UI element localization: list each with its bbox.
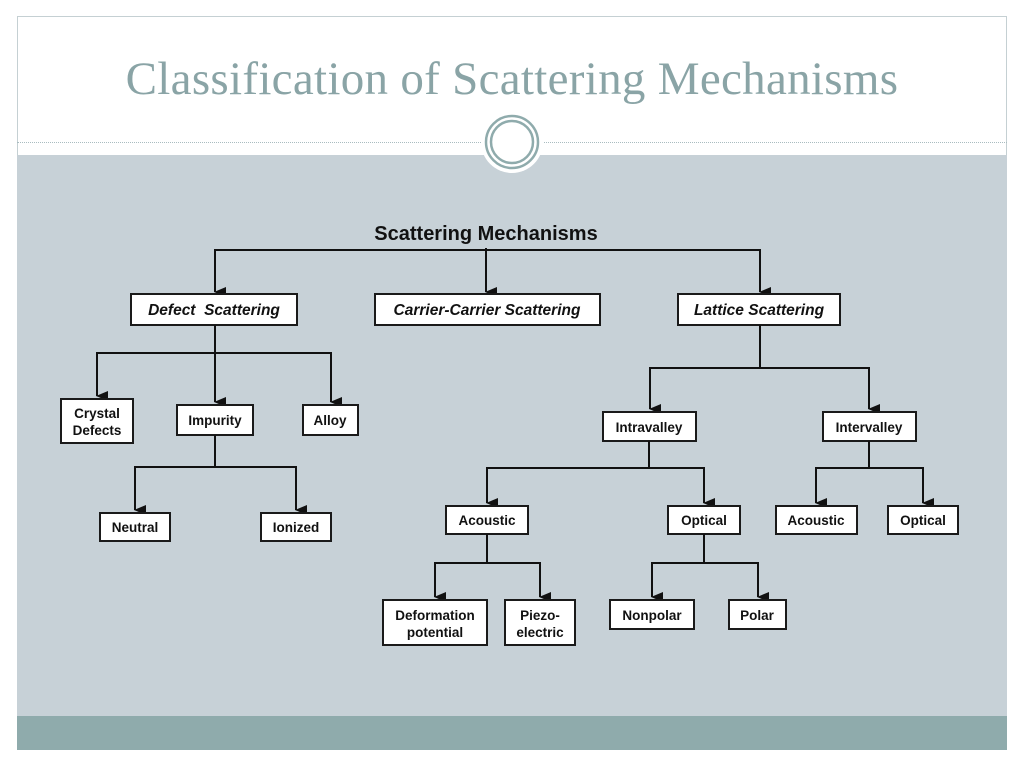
title-divider-left [17,142,483,143]
svg-text:Lattice Scattering: Lattice Scattering [694,302,825,319]
svg-text:Optical: Optical [681,513,727,528]
svg-text:electric: electric [516,625,564,640]
edges-lattice [649,325,880,414]
svg-text:Defect Scattering: Defect Scattering [148,302,280,319]
polar-node: Polar [728,599,787,630]
svg-text:Polar: Polar [740,608,775,623]
ionized-node: Ionized [260,512,332,542]
svg-text:Optical: Optical [900,513,946,528]
carrier-carrier-scattering-node: Carrier-Carrier Scattering [374,293,601,326]
svg-text:Neutral: Neutral [112,520,159,535]
title-divider-right [541,142,1007,143]
footer-bar [17,716,1007,750]
intra-acoustic-node: Acoustic [445,505,529,535]
circle-ornament-icon [481,111,543,173]
edges-intervalley [815,441,934,508]
svg-text:Nonpolar: Nonpolar [622,608,682,623]
svg-text:Acoustic: Acoustic [787,513,845,528]
piezo-electric-node: Piezo- electric [504,599,576,646]
svg-text:Acoustic: Acoustic [458,513,516,528]
edges-impurity [134,435,307,515]
alloy-node: Alloy [302,404,359,436]
nonpolar-node: Nonpolar [609,599,695,630]
intervalley-node: Intervalley [822,411,917,442]
svg-text:Alloy: Alloy [313,413,346,428]
edges-intra-optical [651,534,769,602]
svg-text:Intravalley: Intravalley [616,420,683,435]
edges-intravalley [486,441,715,508]
impurity-node: Impurity [176,404,254,436]
inter-acoustic-node: Acoustic [775,505,858,535]
svg-text:potential: potential [407,625,463,640]
svg-text:Defects: Defects [73,423,122,438]
svg-text:Crystal: Crystal [74,406,120,421]
svg-text:Impurity: Impurity [188,413,242,428]
edges-intra-acoustic [434,534,551,602]
defect-scattering-node: Defect Scattering [130,293,298,326]
neutral-node: Neutral [99,512,171,542]
svg-text:Deformation: Deformation [395,608,475,623]
intra-optical-node: Optical [667,505,741,535]
edges-defect [96,325,342,407]
edges-root [214,248,771,297]
root-label: Scattering Mechanisms [374,223,597,245]
crystal-defects-node: Crystal Defects [60,398,134,444]
slide-title: Classification of Scattering Mechanisms [125,53,899,105]
inter-optical-node: Optical [887,505,959,535]
svg-text:Carrier-Carrier Scattering: Carrier-Carrier Scattering [394,302,581,319]
svg-text:Piezo-: Piezo- [520,608,560,623]
svg-text:Intervalley: Intervalley [836,420,903,435]
lattice-scattering-node: Lattice Scattering [677,293,841,326]
svg-text:Ionized: Ionized [273,520,320,535]
intravalley-node: Intravalley [602,411,697,442]
deformation-potential-node: Deformation potential [382,599,488,646]
